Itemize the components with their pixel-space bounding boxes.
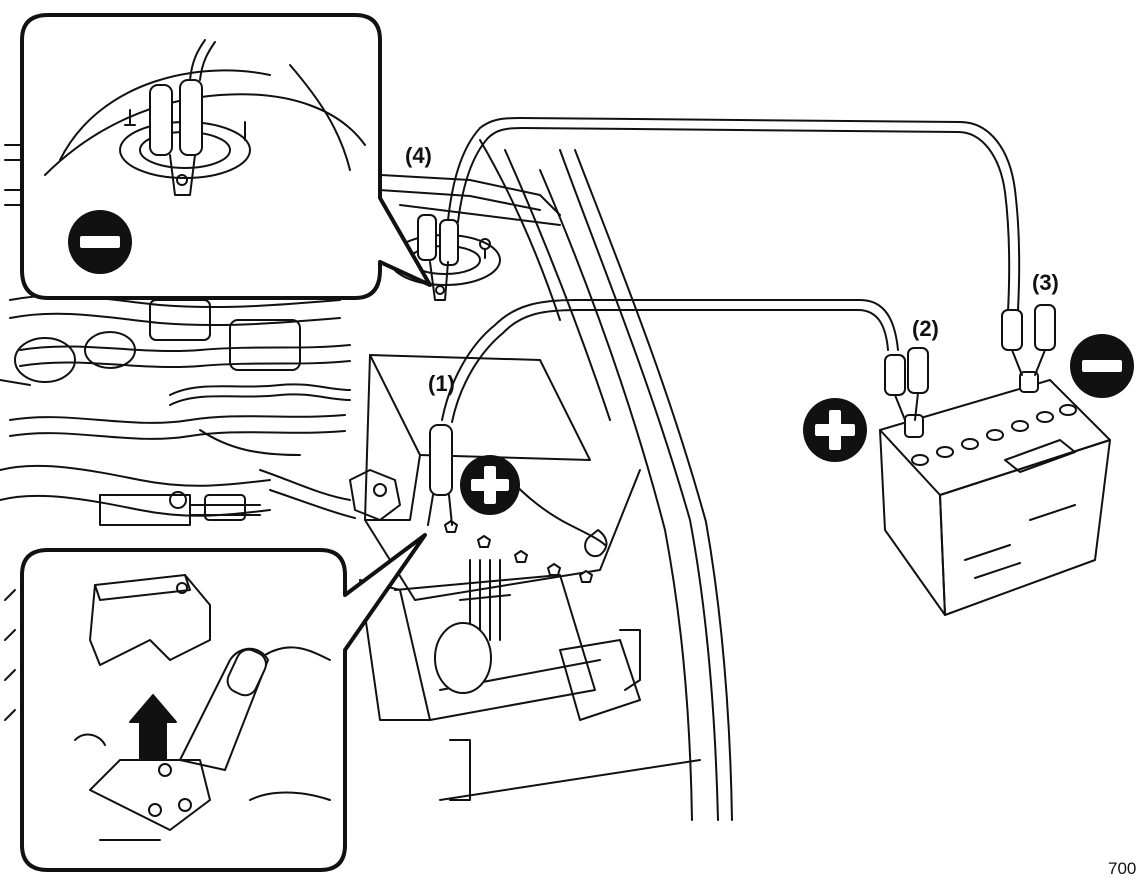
callout-3: (3): [1032, 270, 1059, 295]
booster-battery: [879, 304, 1111, 616]
engine-bay-background: [0, 139, 733, 821]
negative-terminal-icon: [68, 210, 132, 274]
jumper-cables: [427, 117, 1021, 526]
negative-terminal-icon: [1070, 334, 1134, 398]
positive-terminal-icon: [460, 455, 520, 515]
positive-terminal-inset: [20, 533, 427, 872]
callout-1: (1): [428, 371, 455, 396]
figure-id: 700: [1108, 859, 1137, 878]
callout-2: (2): [912, 316, 939, 341]
callout-4: (4): [405, 143, 432, 168]
vehicle-battery: [349, 354, 701, 801]
positive-terminal-icon: [803, 398, 867, 462]
